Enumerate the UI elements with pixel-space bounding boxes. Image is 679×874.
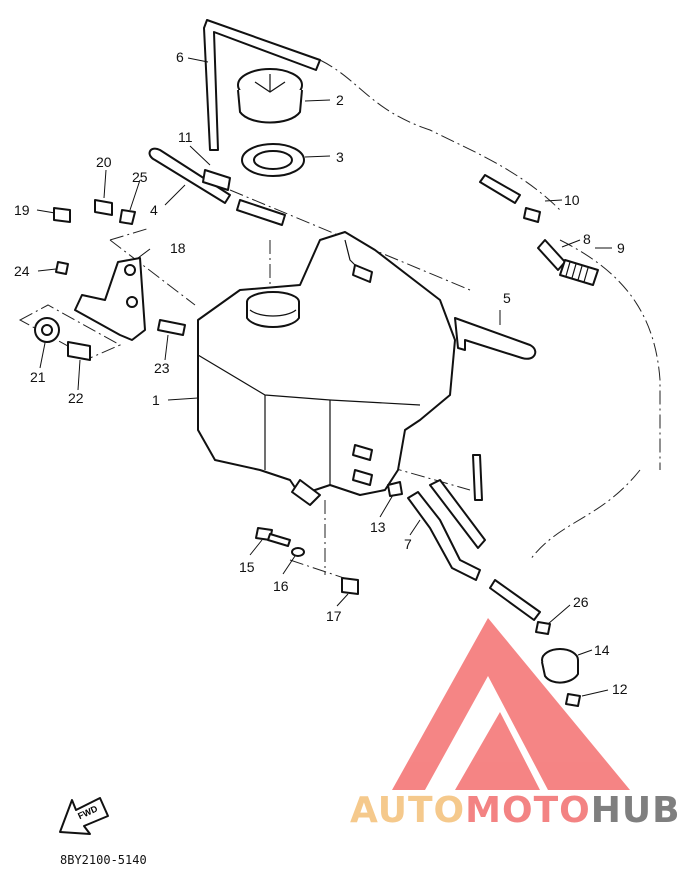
- hose-upper: [203, 19, 321, 151]
- callout-4: 4: [150, 202, 158, 218]
- leader-lines: [36, 57, 612, 697]
- callout-11: 11: [178, 129, 193, 145]
- callout-12: 12: [612, 681, 628, 697]
- callout-16: 16: [273, 578, 289, 594]
- watermark-brand: AUTOMOTOHUB: [350, 790, 679, 831]
- callout-25: 25: [132, 169, 148, 185]
- callout-5: 5: [503, 290, 511, 306]
- callout-13: 13: [370, 519, 386, 535]
- part-code: 8BY2100-5140: [60, 853, 147, 867]
- hose-vertical: [472, 454, 483, 501]
- radiator-cap: [237, 68, 303, 124]
- fitting-and-hose-4: [148, 147, 286, 226]
- reservoir-tank: [197, 231, 456, 506]
- callout-9: 9: [617, 240, 625, 256]
- callout-6: 6: [176, 49, 184, 65]
- callout-10: 10: [564, 192, 580, 208]
- callout-19: 19: [14, 202, 30, 218]
- callout-23: 23: [154, 360, 170, 376]
- callout-18: 18: [170, 240, 186, 256]
- callout-21: 21: [30, 369, 46, 385]
- callout-7: 7: [404, 536, 412, 552]
- callout-24: 24: [14, 263, 30, 279]
- callout-numbers: 1 2 3 4 5 6 7 8 9 10 11 12 13 14 15 16 1…: [14, 49, 628, 697]
- callout-2: 2: [336, 92, 344, 108]
- callout-26: 26: [573, 594, 589, 610]
- callout-14: 14: [594, 642, 610, 658]
- callout-1: 1: [152, 392, 160, 408]
- upper-right-hoses: [479, 174, 599, 286]
- watermark-logo: AUTOMOTOHUB: [350, 618, 679, 831]
- filter-assembly: [535, 621, 581, 707]
- gasket: [241, 143, 305, 177]
- mounting-bracket: [53, 199, 186, 341]
- callout-8: 8: [583, 231, 591, 247]
- hose-side: [454, 317, 537, 360]
- lower-hoses: [387, 479, 541, 621]
- fwd-arrow-icon: FWD: [59, 797, 109, 835]
- fasteners-lower: [255, 527, 359, 595]
- watermark-triangle-icon: [392, 618, 630, 790]
- grommet-and-collar: [34, 317, 91, 361]
- callout-3: 3: [336, 149, 344, 165]
- callout-17: 17: [326, 608, 342, 624]
- callout-15: 15: [239, 559, 255, 575]
- callout-22: 22: [68, 390, 84, 406]
- callout-20: 20: [96, 154, 112, 170]
- routing-lines: [18, 59, 661, 581]
